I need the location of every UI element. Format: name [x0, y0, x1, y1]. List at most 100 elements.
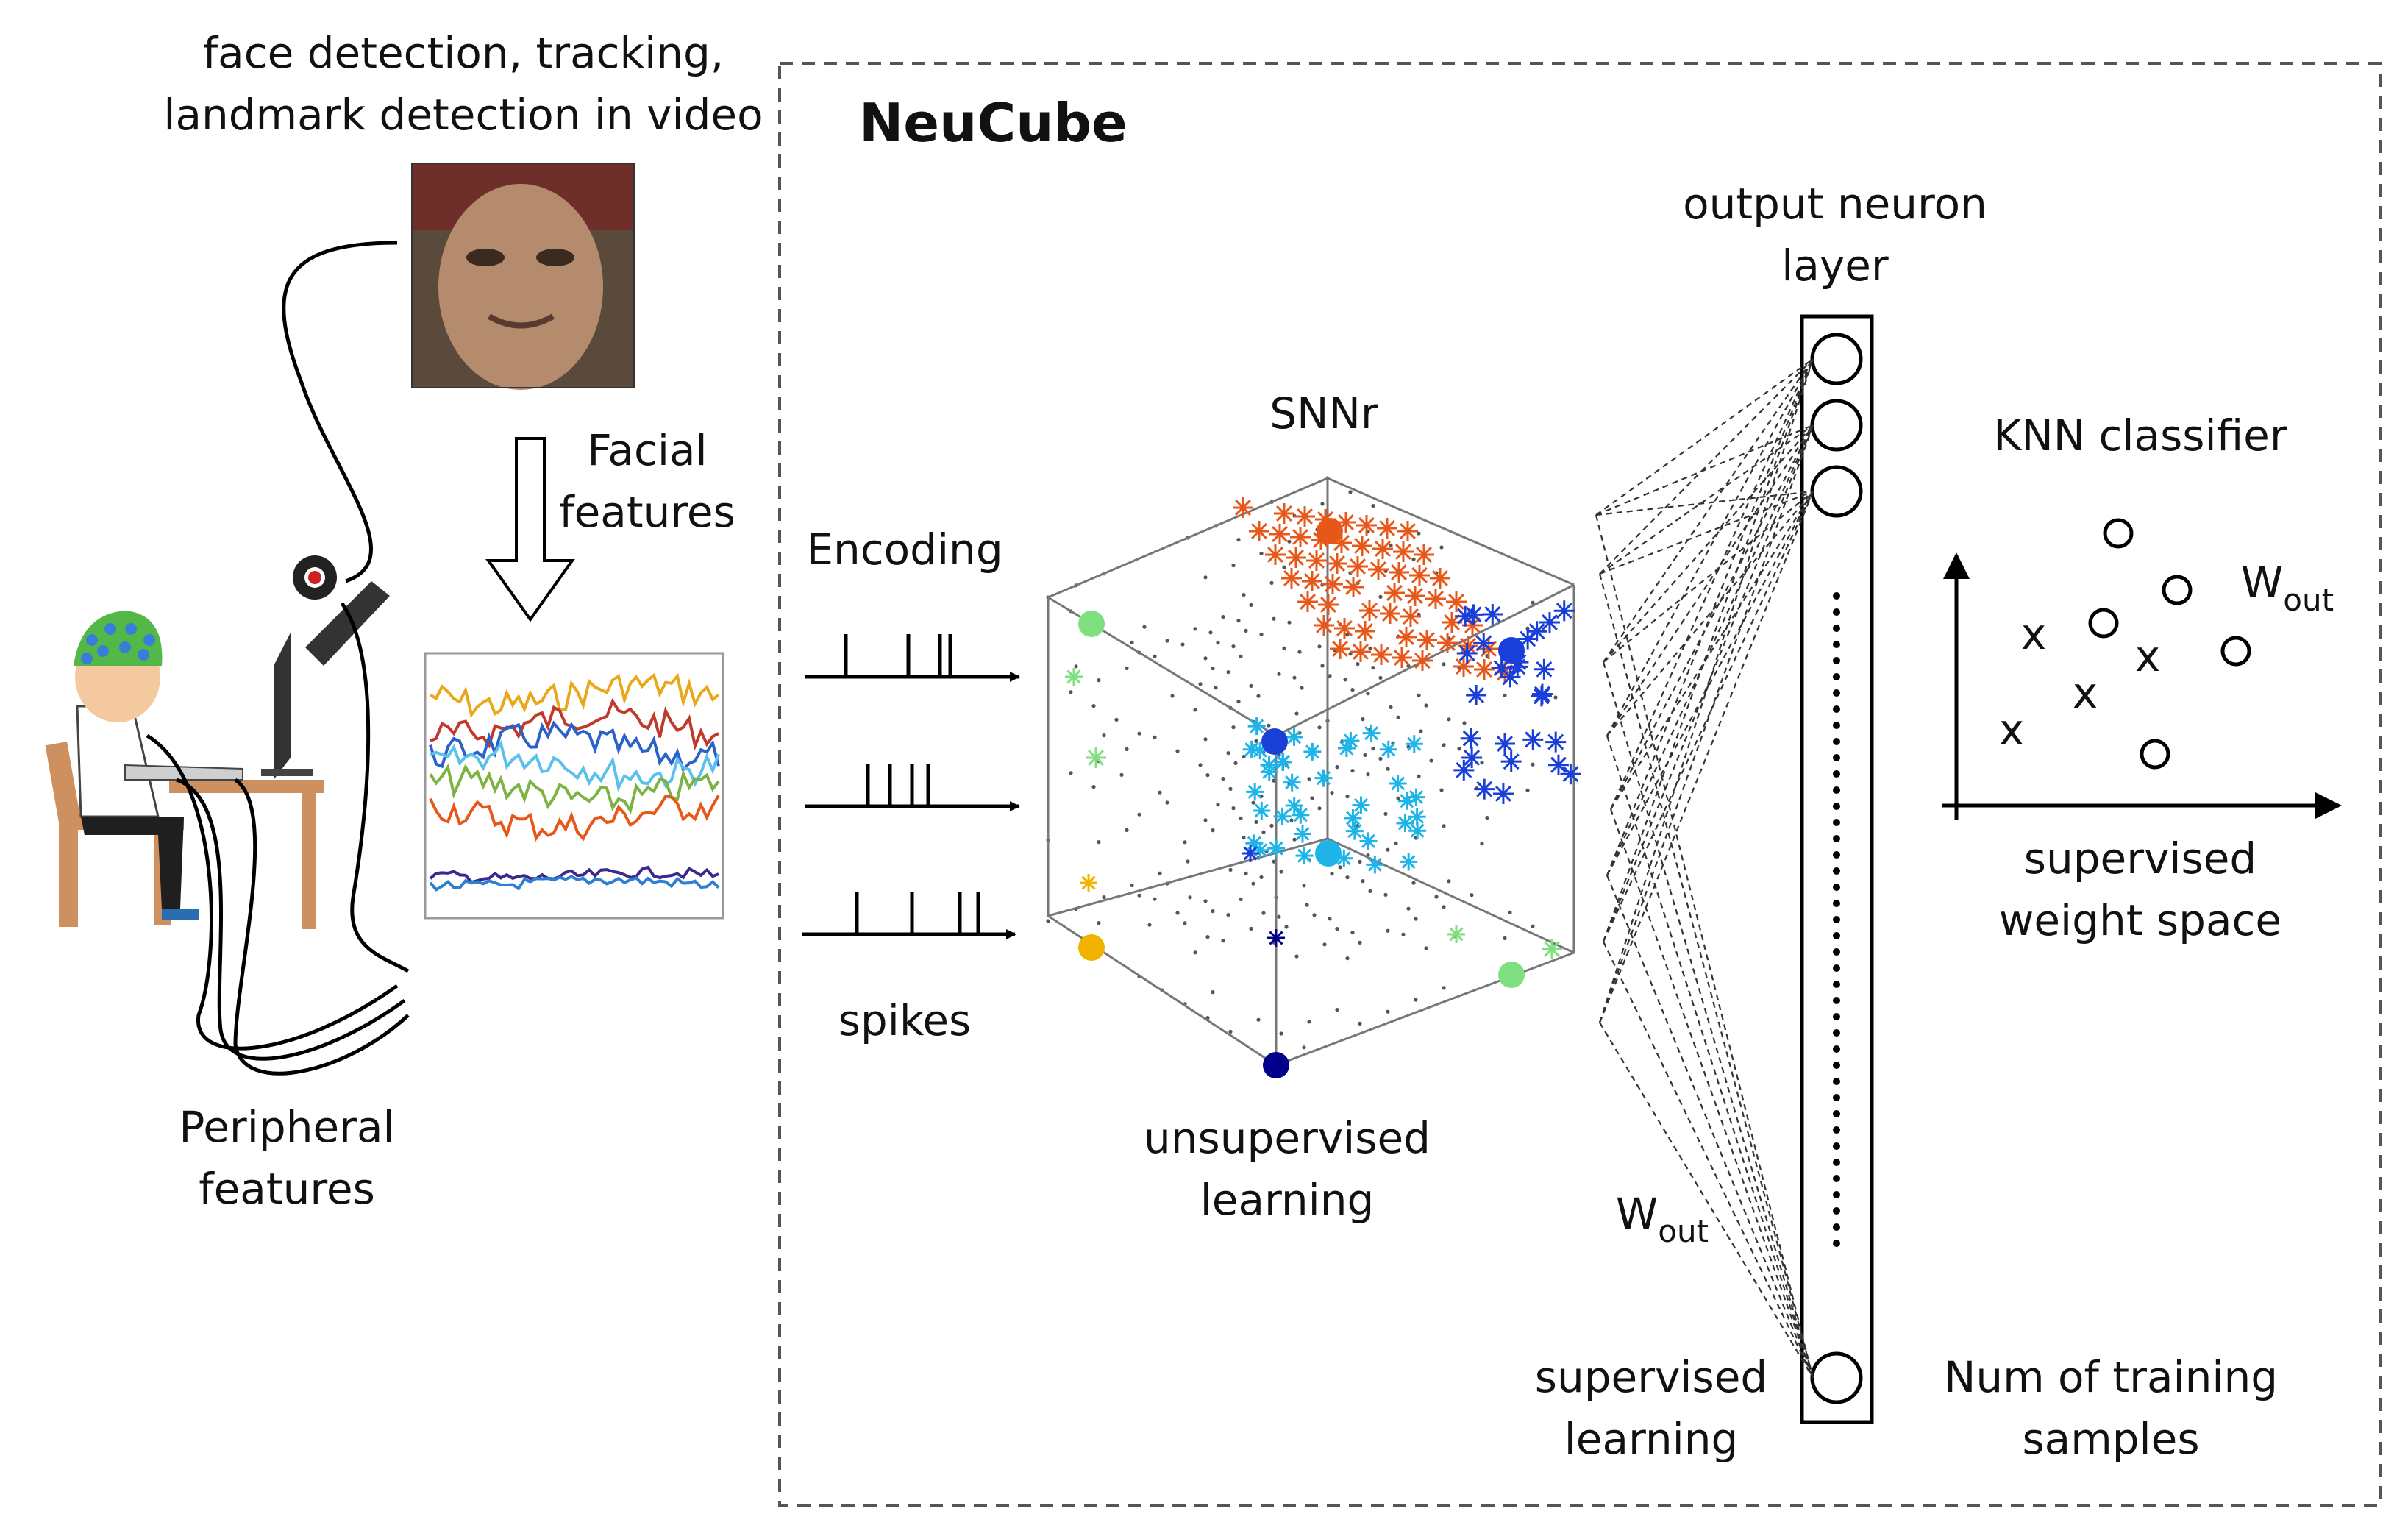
neuron-dot	[1434, 895, 1439, 899]
active-neuron-star	[1065, 668, 1083, 686]
neuron-dot	[1183, 921, 1187, 925]
active-neuron-star	[1267, 839, 1286, 858]
neuron-dot	[1242, 593, 1246, 597]
snnr-active-neurons	[1065, 497, 1581, 959]
active-neuron-star	[1285, 797, 1303, 815]
neuron-dot	[1226, 913, 1230, 917]
neuron-dot	[1254, 820, 1258, 824]
connection-line	[1609, 808, 1814, 1379]
signal-line	[429, 865, 719, 884]
connection-line	[1606, 491, 1814, 736]
neuron-dot	[1389, 705, 1393, 710]
ellipsis-dot	[1833, 884, 1840, 891]
neuron-dot	[1272, 778, 1276, 783]
active-neuron-star	[1380, 603, 1400, 624]
output-neuron-2	[1810, 399, 1863, 452]
webcam-icon	[293, 555, 337, 600]
neuron-dot	[1439, 545, 1444, 550]
supervised-learning-label: supervised learning	[1515, 1346, 1787, 1470]
knn-wout-main: W	[2240, 558, 2284, 608]
neuron-dot	[1414, 917, 1418, 921]
neuron-dot	[1130, 640, 1134, 645]
neuron-dot	[1531, 762, 1535, 767]
neuron-dot	[1328, 674, 1332, 678]
connection-line	[1595, 490, 1814, 516]
snnr-cube	[1046, 476, 1581, 1078]
neuron-dot	[1102, 895, 1106, 900]
marker-green-node-left	[1078, 611, 1105, 637]
ellipsis-dot	[1833, 770, 1840, 778]
active-neuron-star	[1400, 853, 1418, 871]
knn-weight-space-axes	[1942, 518, 2342, 820]
ellipsis-dot	[1833, 1207, 1840, 1215]
neuron-dot	[1424, 946, 1428, 950]
connection-line	[1603, 424, 1814, 663]
active-neuron-star	[1267, 929, 1285, 947]
neuron-dot	[1361, 717, 1365, 722]
neuron-dot	[1211, 828, 1215, 833]
neuron-dot	[1282, 646, 1286, 650]
connection-line	[1606, 491, 1814, 876]
neuron-dot	[1203, 737, 1208, 742]
active-neuron-star	[1265, 544, 1286, 565]
neuron-dot	[1239, 654, 1243, 659]
marker-cyan-node	[1315, 840, 1342, 867]
active-neuron-star	[1368, 559, 1389, 580]
ellipsis-dot	[1833, 867, 1840, 875]
connection-line	[1606, 358, 1814, 876]
active-neuron-star	[1463, 604, 1484, 625]
knn-class-x-4: x	[1998, 705, 2025, 755]
active-neuron-star	[1352, 796, 1370, 814]
neuron-dot	[1211, 990, 1215, 995]
active-neuron-star	[1273, 753, 1292, 771]
neuron-dot	[1097, 678, 1101, 683]
neuron-dot	[1338, 865, 1342, 870]
neuron-dot	[1317, 644, 1322, 649]
connection-line	[1598, 424, 1814, 1023]
ellipsis-dot	[1833, 1142, 1840, 1150]
ellipsis-dot	[1833, 1223, 1840, 1231]
neuron-dot	[1525, 788, 1530, 792]
wout-connections	[1595, 358, 1814, 1379]
ellipsis-dot	[1833, 625, 1840, 632]
neuron-dot	[1137, 893, 1141, 898]
face-caption-line-1: face detection, tracking,	[202, 28, 724, 78]
neuron-dot	[1259, 875, 1264, 879]
neuron-dot	[1244, 871, 1248, 875]
supervised-line-2: learning	[1564, 1414, 1739, 1465]
neuron-dot	[1193, 950, 1197, 955]
marker-blue-node-center	[1261, 728, 1288, 755]
connection-line	[1599, 358, 1814, 575]
ellipsis-dot	[1833, 1078, 1840, 1085]
active-neuron-star	[1246, 783, 1264, 801]
neuron-dot	[1419, 729, 1423, 733]
neuron-dot	[1249, 603, 1253, 608]
active-neuron-star	[1294, 825, 1312, 843]
neuron-dot	[1282, 565, 1286, 569]
neuron-dot	[1307, 777, 1311, 781]
neuron-dot	[1261, 911, 1266, 915]
neuron-dot	[1366, 772, 1370, 777]
neuron-dot	[1267, 723, 1271, 728]
neuron-dot	[1345, 875, 1350, 880]
neuron-dot	[1300, 686, 1304, 690]
neuron-dot	[1277, 914, 1281, 919]
neuron-dot	[1231, 806, 1236, 811]
neuron-dot	[1417, 693, 1421, 697]
neuron-dot	[1242, 836, 1246, 840]
neuron-dot	[1130, 883, 1134, 887]
active-neuron-star	[1377, 518, 1397, 539]
neuron-dot	[1102, 733, 1106, 738]
person-with-eeg-cap-icon	[45, 602, 410, 1076]
neuron-dot	[1175, 749, 1180, 753]
ellipsis-dot	[1833, 1013, 1840, 1020]
neuron-dot	[1305, 903, 1309, 907]
neuron-dot	[1180, 642, 1185, 647]
active-neuron-star	[1389, 774, 1407, 792]
ellipsis-dot	[1833, 916, 1840, 923]
neuron-dot	[1386, 1009, 1390, 1014]
ellipsis-dot	[1833, 1159, 1840, 1166]
active-neuron-star	[1560, 764, 1581, 785]
neuron-dot	[1330, 872, 1334, 876]
neuron-dot	[1335, 927, 1339, 931]
